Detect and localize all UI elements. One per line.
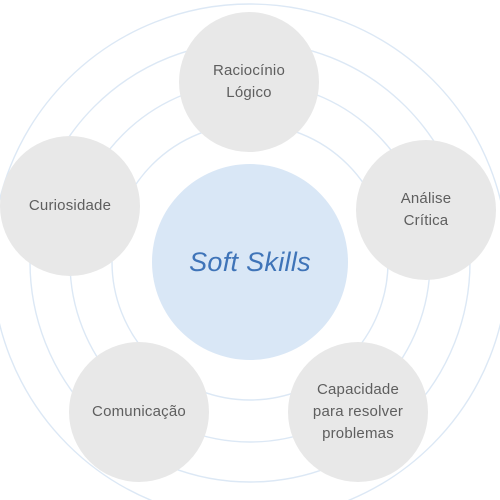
- node-label: Curiosidade: [28, 197, 112, 214]
- node-label: Comunicação: [92, 403, 186, 420]
- center-circle: Soft Skills: [152, 164, 348, 360]
- node-comunicacao: Comunicação: [69, 342, 209, 482]
- node-raciocinio-logico: Raciocínio Lógico: [179, 12, 319, 152]
- node-curiosidade: Curiosidade: [0, 136, 140, 276]
- center-label: Soft Skills: [189, 246, 311, 277]
- node-label: Raciocínio Lógico: [212, 62, 286, 101]
- ring-4: [0, 3, 500, 500]
- node-analise-critica: Análise Crítica: [356, 140, 496, 280]
- node-capacidade-para-resolver-problemas: Capacidade para resolver problemas: [288, 342, 428, 482]
- node-label: Capacidade para resolver problemas: [312, 381, 404, 442]
- node-label: Análise Crítica: [400, 190, 452, 229]
